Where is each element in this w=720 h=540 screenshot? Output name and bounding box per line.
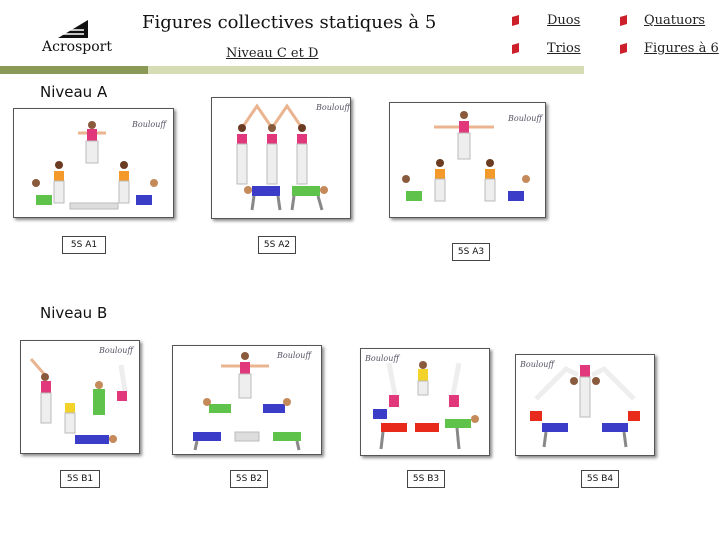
figure-label-5s-a2: 5S A2 [258, 236, 296, 254]
watermark: Boulouff [131, 120, 167, 129]
nav-link-figures-6[interactable]: Figures à 6 [644, 41, 719, 56]
figure-label-5s-b3: 5S B3 [407, 470, 445, 488]
bullet-icon [620, 15, 627, 26]
bullet-icon [620, 43, 627, 54]
svg-text:Boulouff: Boulouff [364, 354, 400, 363]
svg-text:Boulouff: Boulouff [507, 114, 543, 123]
figure-image-5s-b1[interactable]: Boulouff [20, 340, 140, 454]
figure-label-5s-a1: 5S A1 [62, 236, 106, 254]
brand-name: Acrosport [42, 39, 112, 55]
svg-text:Boulouff: Boulouff [276, 351, 312, 360]
section-heading-niveau-a: Niveau A [40, 83, 108, 101]
figure-label-5s-b2: 5S B2 [230, 470, 268, 488]
figure-image-5s-a1[interactable]: Boulouff [13, 108, 174, 218]
header-band-dark [0, 66, 148, 74]
bullet-icon [512, 43, 519, 54]
figure-image-5s-b2[interactable]: Boulouff [172, 345, 322, 455]
nav-link-trios[interactable]: Trios [547, 41, 581, 56]
figure-image-5s-b3[interactable]: Boulouff [360, 348, 490, 456]
subtitle-link[interactable]: Niveau C et D [226, 46, 319, 61]
figure-label-5s-a3: 5S A3 [452, 243, 490, 261]
svg-text:Boulouff: Boulouff [315, 103, 350, 112]
figure-image-5s-b4[interactable]: Boulouff [515, 354, 655, 456]
page-title: Figures collectives statiques à 5 [142, 12, 437, 33]
svg-text:Boulouff: Boulouff [98, 346, 134, 355]
nav-link-duos[interactable]: Duos [547, 13, 581, 28]
bullet-icon [512, 15, 519, 26]
header-band-light [148, 66, 584, 74]
figure-image-5s-a2[interactable]: Boulouff [211, 97, 351, 219]
figure-label-5s-b1: 5S B1 [60, 470, 100, 488]
figure-image-5s-a3[interactable]: Boulouff [389, 102, 546, 218]
logo-icon [58, 20, 88, 38]
nav-link-quatuors[interactable]: Quatuors [644, 13, 706, 28]
figure-label-5s-b4: 5S B4 [581, 470, 619, 488]
svg-text:Boulouff: Boulouff [519, 360, 555, 369]
section-heading-niveau-b: Niveau B [40, 304, 108, 322]
